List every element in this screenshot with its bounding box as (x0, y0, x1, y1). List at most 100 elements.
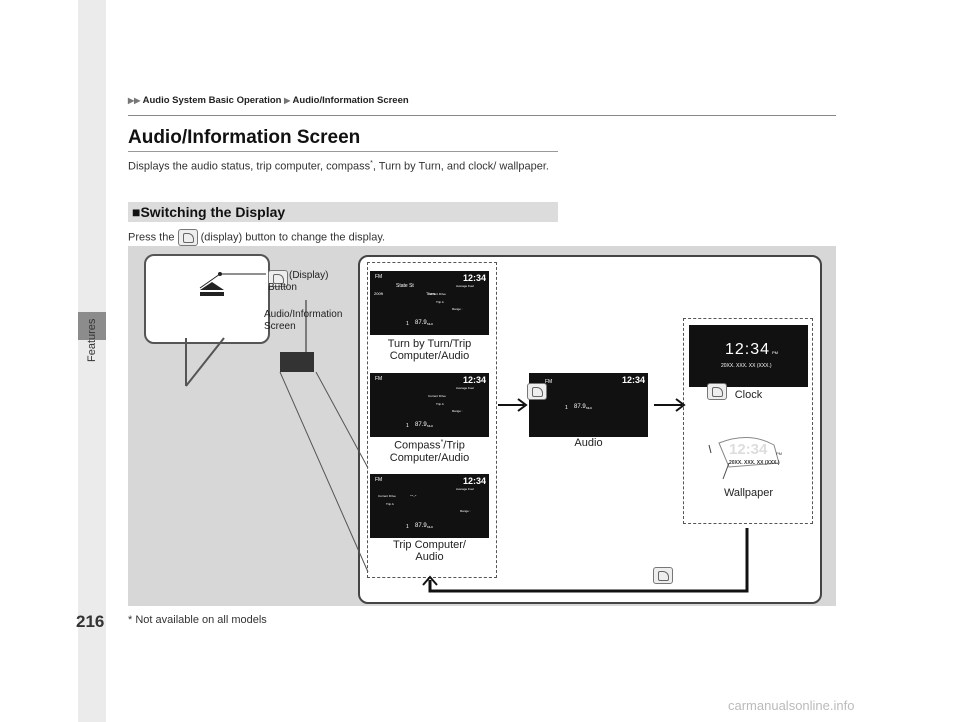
wallpaper-time: 12:34 (729, 441, 768, 458)
trip-label: Trip A (436, 300, 444, 304)
bubble-pointer (185, 272, 266, 387)
unit-label: MHz (427, 525, 434, 529)
caption-clock: Clock (734, 389, 763, 401)
flow-arrows (422, 398, 749, 593)
section-title-text: Switching the Display (140, 204, 286, 220)
preset-label: 1 (406, 423, 409, 429)
freq-label: 87.9 (574, 404, 586, 410)
freq-label: 87.9 (415, 320, 427, 326)
watermark: carmanualsonline.info (728, 698, 855, 713)
instruction-part: (display) button to change the display. (200, 231, 386, 244)
display-button-icon (527, 383, 548, 401)
display-button-icon (706, 383, 727, 401)
band-label: FM (545, 379, 553, 385)
caption-part: /Trip (443, 439, 465, 452)
callout-lines (279, 300, 369, 573)
avg-label: Average Fuel (456, 284, 474, 288)
time-label: 12:34 (462, 375, 486, 385)
trip-computer-screen: FM 12:34 Average Fuel Current Drive Trip… (370, 474, 489, 538)
breadcrumb-arrow-icon: ▶▶ (128, 96, 141, 105)
drive-label: Current Drive (428, 394, 446, 398)
caption-part: Compass (394, 439, 441, 452)
range-label: Range : (460, 509, 471, 513)
caption-line: Turn by Turn/Trip (387, 338, 472, 350)
footnote-star: * (370, 160, 373, 167)
then-label: Then (426, 291, 436, 296)
freq-label: 87.9 (415, 422, 427, 428)
intro-part: , Turn by Turn, and clock/ wallpaper. (372, 160, 549, 173)
caption-line: Computer/Audio (389, 350, 470, 362)
preset-label: 1 (565, 405, 568, 411)
caption-compass: Compass*/Trip Computer/Audio (370, 437, 489, 464)
breadcrumb-arrow-icon: ▶ (284, 96, 291, 105)
unit-label: MHz (427, 424, 434, 428)
left-group-frame (367, 262, 497, 578)
preset-label: 1 (406, 524, 409, 530)
drive-label: Current Drive (428, 292, 446, 296)
compass-screen: FM 12:34 Average Fuel Current Drive Trip… (370, 373, 489, 437)
unit-label: MHz (427, 322, 434, 326)
unit-label: MHz (586, 406, 593, 410)
title-rule (128, 151, 558, 152)
wallpaper-screen: 12:34 PM 20XX. XXX. XX (XXX.) (689, 423, 808, 485)
caption-line: Trip Computer/ (393, 539, 466, 551)
display-button-icon (268, 270, 288, 288)
band-label: FM (375, 376, 383, 382)
side-tab-label: Features (86, 318, 98, 362)
caption-turn-by-turn: Turn by Turn/Trip Computer/Audio (370, 338, 489, 362)
intro-part: Displays the audio status, trip computer… (128, 160, 371, 173)
footnote: * Not available on all models (128, 614, 267, 626)
clock-time: 12:34 (725, 341, 771, 358)
section-bar (128, 202, 558, 222)
callout-display: (Display) (289, 270, 329, 281)
intro-text: Displays the audio status, trip computer… (128, 155, 558, 176)
value-label: --.- (410, 493, 417, 499)
date-label: 20XX. XXX. XX (XXX.) (729, 460, 780, 466)
ampm-label: PM (772, 350, 778, 355)
callout-screen: Screen (264, 321, 296, 332)
caption-line: Computer/Audio (389, 451, 470, 464)
range-label: Range : (452, 409, 463, 413)
breadcrumb-item[interactable]: Audio System Basic Operation (142, 95, 282, 106)
turn-by-turn-screen: FM 12:34 State St 200ft Then Average Fue… (370, 271, 489, 335)
time-label: 12:34 (462, 273, 486, 283)
callout-bubble (144, 254, 270, 344)
side-tab-marker (78, 312, 106, 340)
distance-label: 200ft (374, 291, 383, 296)
right-group-frame (683, 318, 813, 524)
band-label: FM (375, 477, 383, 483)
display-button-icon[interactable] (198, 280, 226, 300)
caption-line: Compass*/Trip (370, 437, 489, 452)
audio-screen: FM 12:34 1 87.9 MHz (529, 373, 648, 437)
display-button-icon (177, 229, 198, 246)
date-label: 20XX. XXX. XX (XXX.) (721, 363, 772, 369)
caption-line: Audio (415, 551, 444, 563)
header-rule (128, 115, 836, 116)
freq-label: 87.9 (415, 523, 427, 529)
instruction: Press the (display) button to change the… (128, 229, 385, 246)
avg-label: Average Fuel (456, 487, 474, 491)
instruction-part: Press the (128, 231, 175, 244)
range-label: Range : (452, 307, 463, 311)
breadcrumb-item[interactable]: Audio/Information Screen (292, 95, 409, 106)
drive-label: Current Drive (378, 494, 396, 498)
side-tab (78, 0, 106, 722)
mini-screen (280, 352, 314, 372)
clock-screen: 12:34 PM 20XX. XXX. XX (XXX.) (689, 325, 808, 387)
breadcrumb: ▶▶ Audio System Basic Operation ▶ Audio/… (128, 95, 409, 106)
avg-label: Average Fuel (456, 386, 474, 390)
caption-trip: Trip Computer/ Audio (370, 539, 489, 563)
band-label: FM (375, 274, 383, 280)
preset-label: 1 (406, 321, 409, 327)
callout-button: Button (268, 282, 297, 293)
section-title: ■Switching the Display (132, 204, 285, 220)
time-label: 12:34 (621, 375, 645, 385)
ampm-label: PM (776, 451, 782, 456)
callout-info-screen: Audio/Information (264, 309, 343, 320)
trip-label: Trip A (386, 502, 394, 506)
page-title: Audio/Information Screen (128, 127, 361, 148)
page-number: 216 (76, 612, 105, 631)
time-label: 12:34 (462, 476, 486, 486)
display-button-icon (653, 567, 674, 585)
footnote-star: * (440, 439, 444, 446)
